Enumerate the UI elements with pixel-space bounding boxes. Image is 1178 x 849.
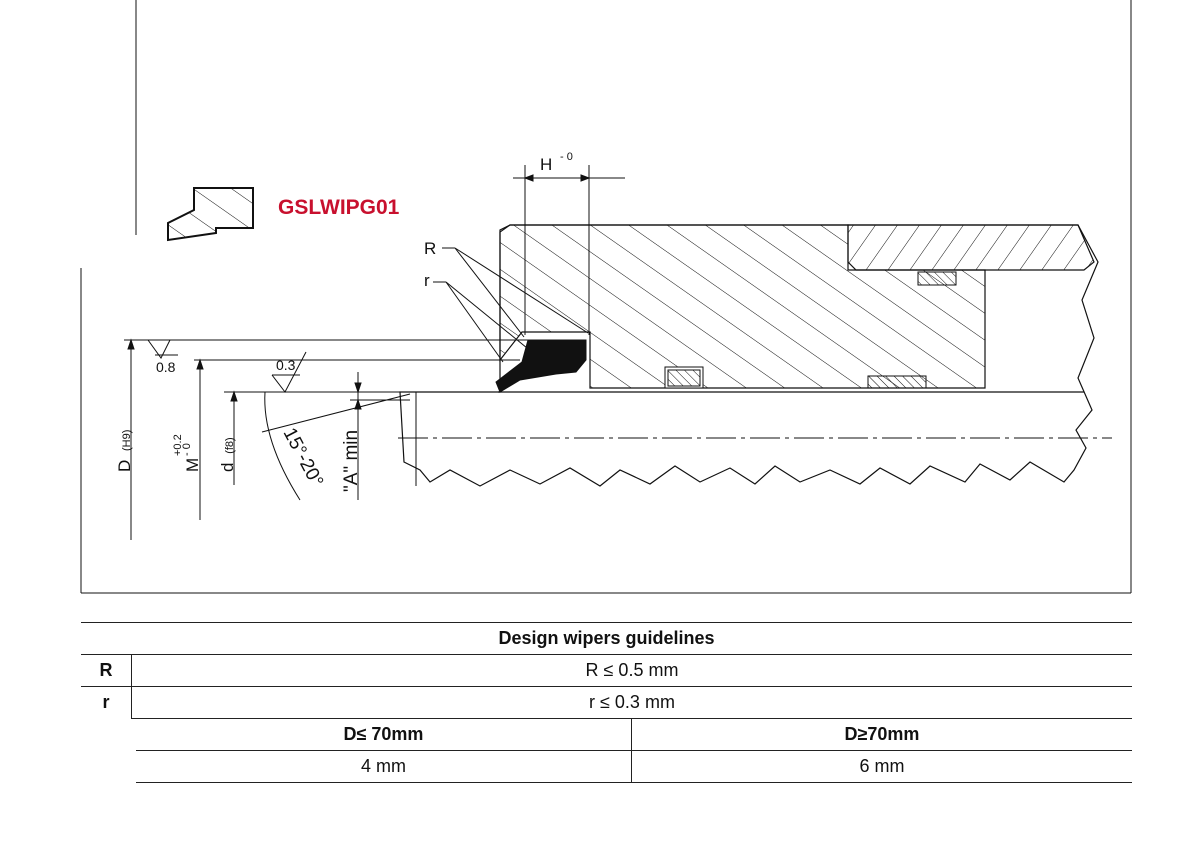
d-rod-label: d (f8) <box>218 437 237 472</box>
roughness-value-1: 0.8 <box>156 359 176 375</box>
wiper-profile-icon <box>167 187 254 242</box>
wiper-seal <box>495 339 587 393</box>
technical-drawing: GSLWIPG01 H - 0 R r <box>80 0 1132 594</box>
d-bore-tolerance: (H9) <box>121 430 133 451</box>
table-row: R R ≤ 0.5 mm <box>81 654 1132 687</box>
vertical-dimensions <box>127 338 362 540</box>
r-lower-label: r <box>424 271 430 290</box>
h-dimension <box>513 165 625 335</box>
roughness-value-2: 0.3 <box>276 357 296 373</box>
m-tolerance-upper: +0.2 <box>172 434 184 456</box>
angle-label: 15°-20° <box>279 424 327 490</box>
sub-header-large: D≥70mm <box>631 719 1132 751</box>
h-label: H <box>540 155 552 174</box>
row-value-R: R ≤ 0.5 mm <box>131 654 1132 687</box>
housing-section <box>399 224 1099 487</box>
m-tolerance-lower: - 0 <box>181 443 193 456</box>
r-upper-label: R <box>424 239 436 258</box>
design-guidelines-table: Design wipers guidelines R R ≤ 0.5 mm r … <box>81 622 1132 783</box>
h-tolerance: - 0 <box>560 151 573 163</box>
d-rod-symbol: d <box>218 463 237 472</box>
angle-dimension <box>261 391 411 501</box>
m-label: M <box>183 458 202 472</box>
sub-value-small: 4 mm <box>136 750 632 783</box>
table-title: Design wipers guidelines <box>81 622 1132 655</box>
profile-code: GSLWIPG01 <box>278 196 400 219</box>
d-bore-label: D (H9) <box>115 430 134 472</box>
roughness-symbol-2 <box>271 351 307 393</box>
d-rod-tolerance: (f8) <box>224 437 236 454</box>
a-min-label: "A" min <box>341 430 362 492</box>
drawing-frame <box>80 0 1132 594</box>
sub-header-small: D≤ 70mm <box>136 719 632 751</box>
sub-value-large: 6 mm <box>631 750 1132 783</box>
row-key-R: R <box>81 654 132 687</box>
table-row: r r ≤ 0.3 mm <box>81 686 1132 719</box>
extension-lines <box>124 339 528 401</box>
size-subtable: D≤ 70mm D≥70mm 4 mm 6 mm <box>136 719 1132 783</box>
row-key-r: r <box>102 692 110 713</box>
d-bore-symbol: D <box>115 460 134 472</box>
row-value-r: r ≤ 0.3 mm <box>131 686 1132 719</box>
roughness-symbol-1 <box>147 339 178 359</box>
radius-leaders <box>433 247 589 363</box>
